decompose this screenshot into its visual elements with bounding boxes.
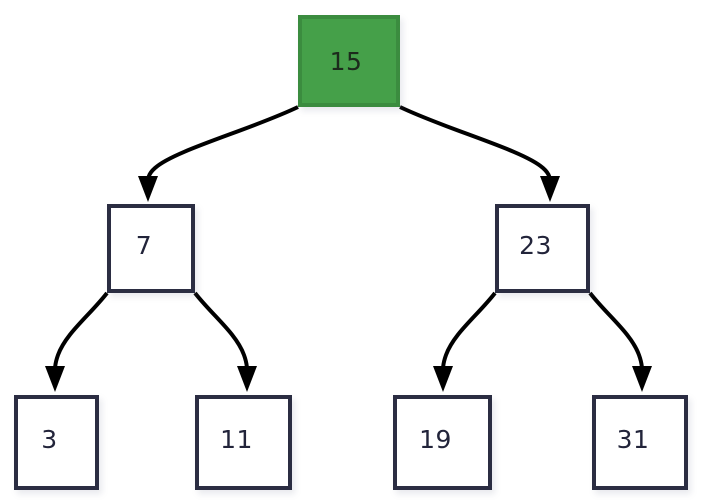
edge-right-to-rl-arrowhead: [433, 366, 453, 392]
edge-root-to-left-arrowhead: [138, 176, 158, 202]
edge-right-to-rr-line: [588, 291, 645, 379]
edge-left-to-ll: [45, 291, 109, 392]
tree-node-label: 31: [616, 425, 650, 454]
edge-root-to-right-line: [399, 105, 553, 187]
tree-node-7[interactable]: 7: [107, 204, 195, 293]
edge-left-to-ll-line: [52, 291, 109, 379]
edge-left-to-lr-line: [193, 291, 250, 379]
tree-node-label: 3: [41, 425, 58, 454]
tree-node-19[interactable]: 19: [393, 395, 492, 490]
tree-node-31[interactable]: 31: [592, 395, 688, 490]
tree-node-label: 19: [419, 425, 452, 454]
tree-node-15[interactable]: 15: [298, 15, 400, 107]
edge-right-to-rr-arrowhead: [632, 366, 652, 392]
tree-node-label: 15: [329, 46, 363, 76]
tree-node-label: 7: [135, 231, 153, 260]
edge-right-to-rr: [588, 291, 652, 392]
tree-node-label: 11: [220, 425, 253, 454]
edge-left-to-ll-arrowhead: [45, 366, 65, 392]
tree-node-label: 23: [519, 231, 552, 260]
edge-root-to-right-arrowhead: [540, 176, 560, 202]
edge-root-to-left: [138, 105, 299, 202]
edge-left-to-lr-arrowhead: [237, 366, 257, 392]
edge-root-to-left-line: [145, 105, 299, 187]
edge-left-to-lr: [193, 291, 257, 392]
edge-root-to-right: [399, 105, 560, 202]
edge-right-to-rl-line: [440, 291, 497, 379]
tree-node-11[interactable]: 11: [195, 395, 292, 490]
edge-right-to-rl: [433, 291, 497, 392]
tree-node-23[interactable]: 23: [495, 204, 590, 293]
tree-node-3[interactable]: 3: [14, 395, 99, 490]
